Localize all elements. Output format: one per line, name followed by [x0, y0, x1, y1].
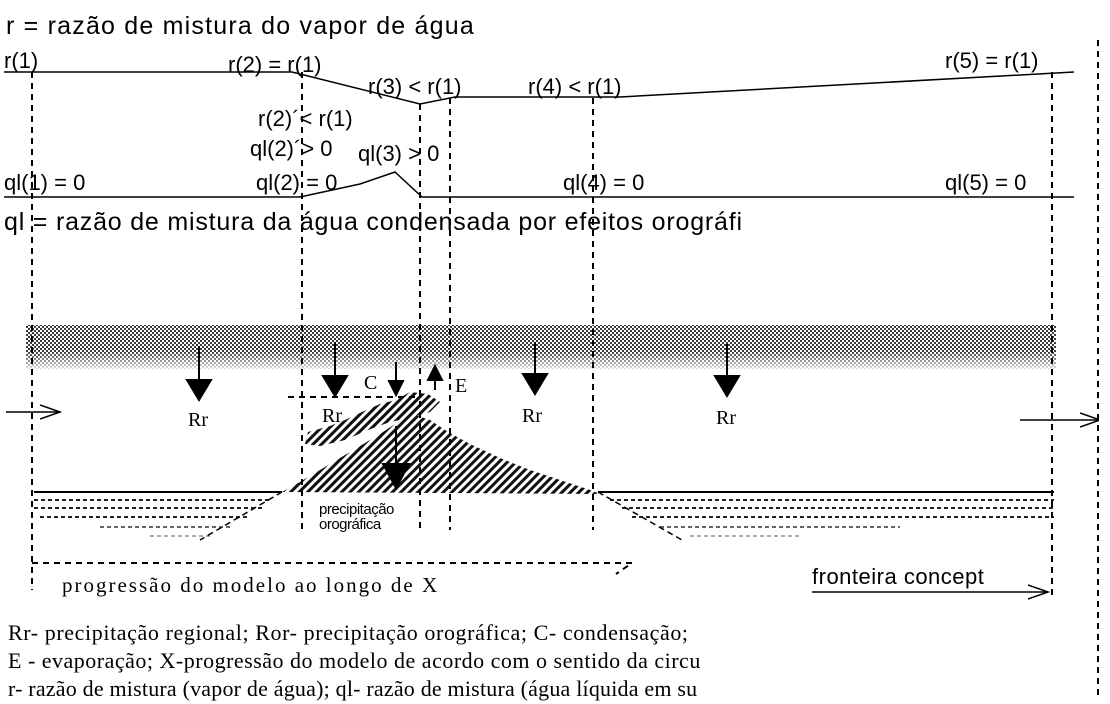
ql5-label: ql(5) = 0 — [945, 170, 1026, 195]
r1-label: r(1) — [4, 48, 38, 73]
r-definition: r = razão de mistura do vapor de água — [6, 12, 475, 40]
rr-label-4: Rr — [716, 407, 736, 429]
legend-line-3: r- razão de mistura (vapor de água); ql-… — [8, 676, 697, 701]
r4-label: r(4) < r(1) — [528, 74, 622, 99]
liquid-profile-line — [4, 172, 1074, 197]
r2-label: r(2) = r(1) — [228, 52, 322, 77]
condensation-label: C — [364, 372, 377, 394]
rr-label-3: Rr — [522, 405, 542, 427]
r5-label: r(5) = r(1) — [945, 48, 1039, 73]
cloud-band-fade — [26, 325, 1056, 369]
r2-prime-label: r(2)´< r(1) — [258, 106, 353, 131]
water-dashes-left — [34, 500, 270, 536]
right-edge-mask — [1099, 0, 1110, 704]
ql1-label: ql(1) = 0 — [4, 170, 85, 195]
rr-label-1: Rr — [188, 409, 208, 431]
ql-definition: ql = razão de mistura da água condensada… — [4, 208, 743, 236]
column-boundaries — [32, 40, 1098, 700]
rr-label-2: Rr — [322, 405, 342, 427]
boundary-label: fronteira concept — [812, 564, 984, 589]
water-dashes-right — [610, 500, 1054, 536]
legend-line-1: Rr- precipitação regional; Ror- precipit… — [8, 620, 689, 645]
legend-line-2: E - evaporação; X-progressão do modelo d… — [8, 648, 701, 673]
progression-label: progressão do modelo ao longo de X — [62, 573, 439, 597]
evaporation-label: E — [455, 375, 467, 397]
ql2-prime-label: ql(2)´> 0 — [250, 136, 333, 161]
ql4-label: ql(4) = 0 — [563, 170, 644, 195]
ql3-label: ql(3) > 0 — [358, 141, 439, 166]
orographic-precip-label-2: orográfica — [319, 516, 382, 533]
